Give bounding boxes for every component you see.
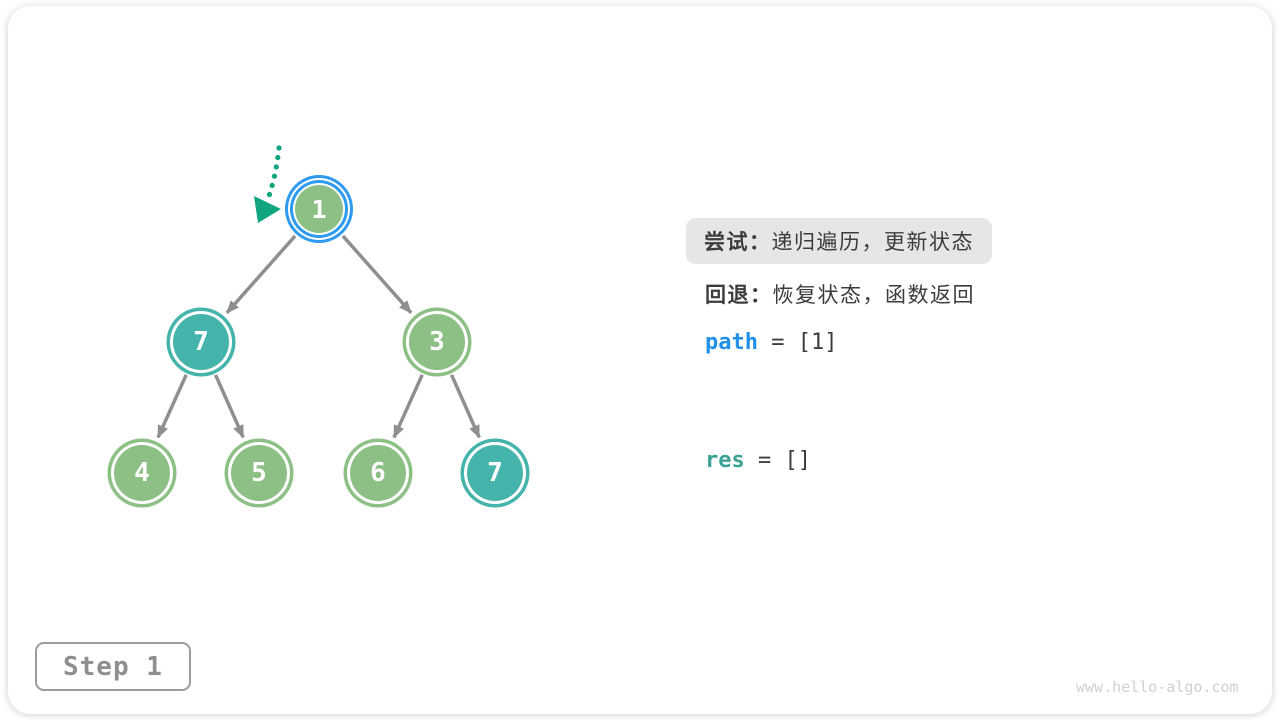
- res-variable: res: [705, 448, 745, 473]
- step-badge: Step 1: [35, 642, 191, 691]
- tree-node-3: 3: [409, 314, 465, 370]
- tree-edge: [225, 234, 297, 314]
- tree-node-value: 6: [370, 458, 386, 488]
- tree-edge: [392, 374, 424, 439]
- tree-node-value: 3: [429, 327, 445, 357]
- tree-node-value: 7: [193, 327, 209, 357]
- tree-node-value: 4: [134, 458, 150, 488]
- back-text: 恢复状态，函数返回: [772, 284, 975, 307]
- tree-node-1-current: 1: [295, 185, 343, 233]
- try-label: 尝试：: [704, 231, 772, 254]
- back-annotation: 回退：恢复状态，函数返回: [705, 279, 975, 309]
- path-value: = [1]: [771, 330, 838, 355]
- tree-node-7: 7: [467, 445, 523, 501]
- tree-edge: [156, 374, 188, 439]
- step-label: Step 1: [63, 651, 163, 682]
- tree-node-7: 7: [173, 314, 229, 370]
- try-text: 递归遍历，更新状态: [771, 231, 974, 254]
- watermark: www.hello-algo.com: [1076, 678, 1239, 696]
- tree-edge: [449, 374, 481, 439]
- tree-node-6: 6: [350, 445, 406, 501]
- try-annotation: 尝试：递归遍历，更新状态: [686, 218, 992, 264]
- tree-edge-lines: [156, 234, 481, 439]
- tree-edge: [341, 234, 413, 314]
- tree-edge: [213, 374, 245, 439]
- res-value: = []: [758, 448, 811, 473]
- path-variable: path: [705, 330, 758, 355]
- tree-node-value: 1: [311, 194, 327, 224]
- res-state-line: res = []: [705, 448, 811, 473]
- cursor-arrowhead-icon: [254, 196, 281, 223]
- tree-node-value: 7: [487, 458, 503, 488]
- cursor-dotted-arrow: [266, 145, 282, 199]
- tree-node-4: 4: [114, 445, 170, 501]
- tree-node-value: 5: [251, 458, 267, 488]
- tree-node-5: 5: [231, 445, 287, 501]
- path-state-line: path = [1]: [705, 330, 837, 355]
- back-label: 回退：: [705, 284, 773, 307]
